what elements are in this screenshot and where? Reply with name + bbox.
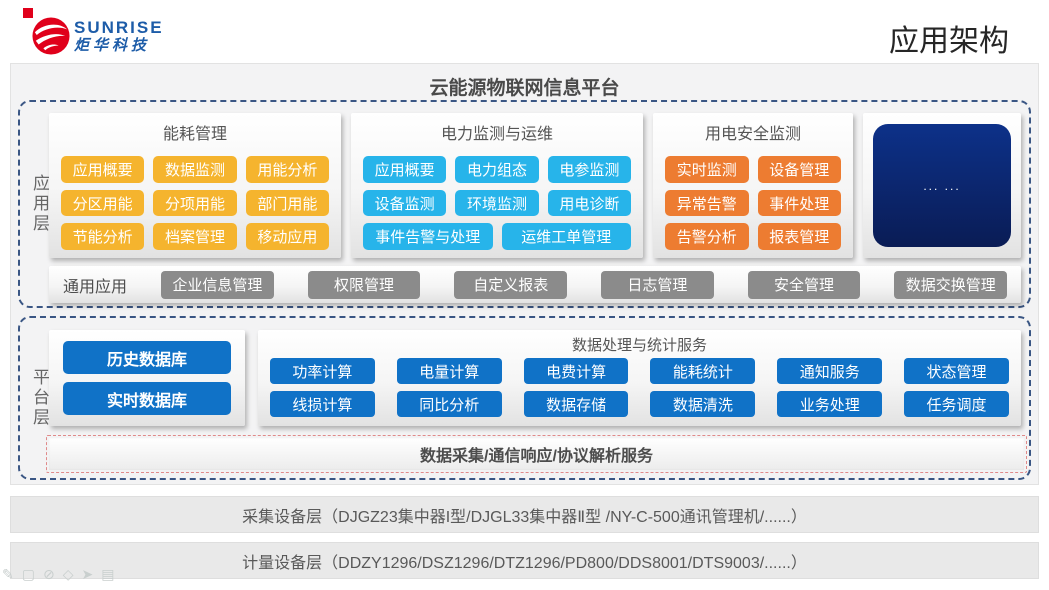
app-group-panel: 用电安全监测实时监测设备管理异常告警事件处理告警分析报表管理: [653, 113, 853, 258]
app-button: 事件告警与处理: [363, 223, 493, 251]
common-app-button: 权限管理: [307, 270, 421, 299]
app-button: 数据监测: [153, 156, 237, 183]
button-row: 应用概要电力组态电参监测: [363, 156, 631, 183]
ellipse-icon[interactable]: ⊘: [42, 566, 55, 582]
app-button: 部门用能: [245, 189, 329, 217]
button-row: 线损计算同比分析数据存储数据清洗业务处理任务调度: [270, 391, 1009, 417]
app-button: 环境监测: [455, 189, 539, 217]
brand-subname: 炬华科技: [74, 38, 151, 54]
cursor-icon[interactable]: ➤: [81, 566, 94, 582]
button-row: 告警分析报表管理: [665, 223, 841, 251]
group-title: 能耗管理: [162, 126, 227, 143]
common-app-button: 安全管理: [747, 270, 861, 299]
app-group-panel: 能耗管理应用概要数据监测用能分析分区用能分项用能部门用能节能分析档案管理移动应用: [49, 113, 341, 258]
snapshot-icon[interactable]: ▤: [101, 566, 115, 582]
group-title: 用电安全监测: [704, 126, 801, 143]
button-row: 实时监测设备管理: [665, 156, 841, 183]
app-button: 事件处理: [757, 189, 841, 217]
pencil-icon[interactable]: ✎: [2, 566, 14, 582]
application-layer-label: 应用层: [30, 174, 49, 234]
app-button: 报表管理: [757, 223, 841, 251]
service-button: 任务调度: [904, 391, 1009, 417]
app-button: 电力组态: [455, 156, 539, 183]
service-button: 功率计算: [270, 358, 375, 384]
more-apps-box: ... ...: [873, 124, 1011, 247]
app-button: 设备管理: [757, 156, 841, 183]
database-panel: 历史数据库 实时数据库: [49, 330, 245, 426]
button-row: 分区用能分项用能部门用能: [61, 189, 329, 217]
platform-layer-box: 平台层 历史数据库 实时数据库 数据处理与统计服务 功率计算电量计算电费计算能耗…: [18, 316, 1031, 480]
application-layer-box: 应用层 能耗管理应用概要数据监测用能分析分区用能分项用能部门用能节能分析档案管理…: [18, 100, 1031, 308]
page-title: 应用架构: [889, 25, 1009, 58]
metering-device-layer-bar: 计量设备层（DDZY1296/DSZ1296/DTZ1296/PD800/DDS…: [10, 542, 1039, 579]
button-row: 异常告警事件处理: [665, 189, 841, 217]
app-button: 应用概要: [363, 156, 447, 183]
history-database-block: 历史数据库: [63, 341, 231, 374]
sunrise-logo-icon: [32, 17, 70, 55]
common-app-button: 日志管理: [601, 270, 714, 299]
app-button: 移动应用: [245, 223, 329, 251]
common-apps-row: 通用应用 企业信息管理 权限管理 自定义报表 日志管理 安全管理 数据交换管理: [49, 266, 1021, 303]
service-button: 数据存储: [523, 391, 629, 417]
common-app-button: 企业信息管理: [161, 270, 274, 299]
data-collection-service-bar: 数据采集/通信响应/协议解析服务: [46, 435, 1027, 473]
group-title: 电力监测与运维: [440, 126, 553, 143]
common-apps-label: 通用应用: [63, 278, 128, 296]
service-button: 同比分析: [396, 391, 502, 417]
service-button: 能耗统计: [650, 358, 756, 384]
app-button: 分区用能: [61, 189, 145, 217]
brand-text: SUNRISE 炬华科技: [74, 19, 164, 54]
service-button: 电量计算: [396, 358, 502, 384]
common-app-button: 数据交换管理: [894, 270, 1008, 299]
common-app-button: 自定义报表: [454, 270, 568, 299]
app-groups-row: 能耗管理应用概要数据监测用能分析分区用能分项用能部门用能节能分析档案管理移动应用…: [49, 113, 1021, 258]
button-row: 设备监测环境监测用电诊断: [363, 189, 631, 217]
data-services-panel: 数据处理与统计服务 功率计算电量计算电费计算能耗统计通知服务状态管理线损计算同比…: [258, 330, 1021, 426]
service-button: 线损计算: [270, 391, 375, 417]
button-row: 应用概要数据监测用能分析: [61, 156, 329, 183]
note-icon[interactable]: ▢: [21, 566, 35, 582]
app-button: 节能分析: [61, 223, 145, 251]
app-button: 用能分析: [245, 156, 329, 183]
app-button: 设备监测: [363, 189, 447, 217]
annotation-toolbar: ✎ ▢ ⊘ ◇ ➤ ▤: [2, 567, 114, 581]
brand-name: SUNRISE: [74, 18, 164, 37]
service-button: 状态管理: [904, 358, 1009, 384]
service-button: 业务处理: [777, 391, 883, 417]
button-row: 功率计算电量计算电费计算能耗统计通知服务状态管理: [270, 358, 1009, 384]
app-button: 档案管理: [153, 223, 237, 251]
realtime-database-block: 实时数据库: [63, 382, 231, 415]
app-button: 应用概要: [61, 156, 145, 183]
service-button: 电费计算: [523, 358, 629, 384]
app-button: 异常告警: [665, 189, 749, 217]
diamond-icon[interactable]: ◇: [62, 566, 74, 582]
data-collection-service-label: 数据采集/通信响应/协议解析服务: [49, 438, 1024, 470]
service-button: 数据清洗: [650, 391, 756, 417]
app-button: 电参监测: [547, 156, 631, 183]
app-button: 分项用能: [153, 189, 237, 217]
app-group-panel: 电力监测与运维应用概要电力组态电参监测设备监测环境监测用电诊断事件告警与处理运维…: [351, 113, 643, 258]
button-row: 事件告警与处理运维工单管理: [363, 223, 631, 251]
app-button: 用电诊断: [547, 189, 631, 217]
data-services-title: 数据处理与统计服务: [571, 337, 707, 354]
app-button: 告警分析: [665, 223, 749, 251]
button-row: 节能分析档案管理移动应用: [61, 223, 329, 251]
app-button: 运维工单管理: [501, 223, 631, 251]
collection-device-layer-bar: 采集设备层（DJGZ23集中器I型/DJGL33集中器Ⅱ型 /NY-C-500通…: [10, 496, 1039, 533]
app-button: 实时监测: [665, 156, 749, 183]
more-apps-panel: ... ...: [863, 113, 1021, 258]
platform-title: 云能源物联网信息平台: [429, 78, 620, 99]
service-button: 通知服务: [777, 358, 883, 384]
platform-layer-label: 平台层: [30, 368, 49, 428]
logo-mark: [23, 8, 33, 18]
architecture-panel: 云能源物联网信息平台 应用层 能耗管理应用概要数据监测用能分析分区用能分项用能部…: [10, 63, 1039, 485]
